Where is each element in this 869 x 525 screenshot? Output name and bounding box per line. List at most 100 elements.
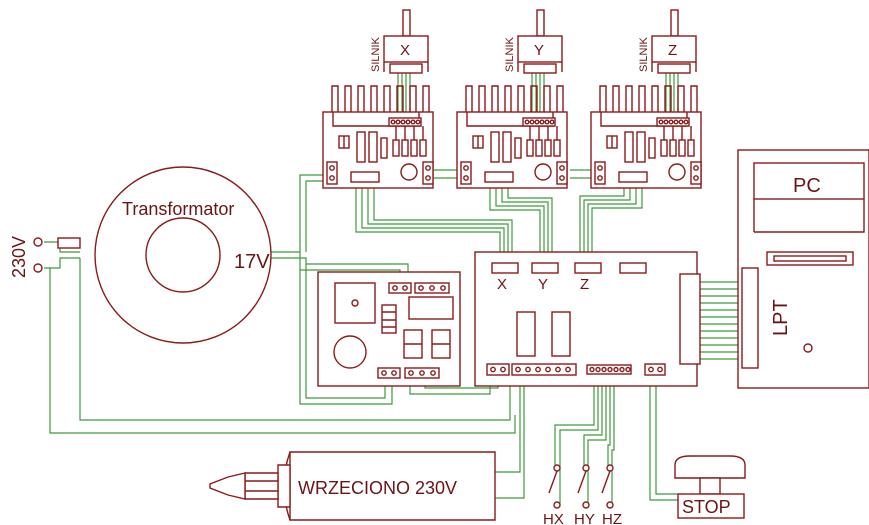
limit-switch-label-hz: HZ bbox=[602, 511, 622, 525]
capacitor bbox=[669, 139, 677, 157]
voltage-in-label: 230V bbox=[9, 236, 29, 278]
lpt-label: LPT bbox=[770, 299, 792, 336]
driver-power-terminal-out bbox=[556, 161, 568, 185]
psu-terminal-top-b bbox=[414, 282, 450, 294]
driver-oscillator bbox=[400, 163, 418, 181]
heatsink-fin bbox=[556, 85, 564, 112]
motor-shaft bbox=[402, 9, 411, 37]
stop-label: STOP bbox=[682, 497, 731, 517]
limit-switch-y bbox=[577, 464, 590, 509]
heatsink-fin bbox=[625, 85, 633, 112]
heatsink-fin bbox=[664, 85, 672, 112]
driver-power-terminal-out bbox=[690, 161, 702, 185]
motor-shaft bbox=[670, 9, 679, 37]
pc-tower: PC LPT bbox=[737, 149, 869, 389]
header-pin bbox=[529, 119, 535, 125]
terminal-screw bbox=[463, 165, 469, 171]
header-pin bbox=[410, 119, 416, 125]
pc-label: PC bbox=[793, 175, 821, 197]
heatsink-fin bbox=[331, 85, 339, 112]
spindle-chuck bbox=[244, 472, 279, 500]
header-pin bbox=[534, 119, 540, 125]
terminal-screw bbox=[597, 175, 603, 181]
resistor bbox=[636, 131, 646, 163]
capacitor bbox=[553, 139, 561, 157]
transformer-label: Transformator bbox=[122, 199, 234, 219]
motor-shaft bbox=[536, 9, 545, 37]
psu-regulator bbox=[381, 304, 397, 334]
limit-switch-label-hy: HY bbox=[574, 511, 595, 525]
heatsink-fin bbox=[370, 85, 378, 112]
heatsink-fin bbox=[677, 85, 685, 112]
driver-board-x bbox=[322, 85, 434, 189]
psu-relay bbox=[408, 296, 454, 320]
header-pin bbox=[549, 119, 555, 125]
resistor bbox=[368, 131, 378, 163]
resistor bbox=[356, 131, 366, 163]
motor-axis-label: Y bbox=[534, 42, 544, 59]
aux-connector bbox=[619, 262, 647, 274]
psu-terminal-holes bbox=[381, 285, 446, 376]
transformer-outer-ring bbox=[94, 166, 272, 344]
capacitor bbox=[401, 139, 409, 157]
stop-mushroom-cap bbox=[674, 455, 746, 479]
terminal-screw bbox=[559, 165, 565, 171]
spindle-label: WRZECIONO 230V bbox=[298, 478, 457, 498]
motor-body bbox=[651, 35, 697, 63]
pc-drive-bay bbox=[753, 162, 865, 200]
voltage-out-label: 17V bbox=[234, 251, 270, 273]
motor-tag-label: SILNIK bbox=[370, 36, 382, 72]
motor-x: X SILNIK bbox=[370, 9, 429, 74]
heatsink-fin bbox=[504, 85, 512, 112]
pc-lpt-port bbox=[741, 267, 759, 369]
port-label-x: X bbox=[497, 276, 507, 293]
motor-connector bbox=[523, 63, 557, 74]
resistor bbox=[502, 131, 512, 163]
wiring bbox=[44, 73, 748, 505]
driver-power-terminal-out bbox=[422, 161, 434, 185]
psu-terminal-bottom-b bbox=[404, 367, 440, 379]
resistor bbox=[490, 131, 500, 163]
header-pin bbox=[390, 119, 396, 125]
resistor bbox=[380, 137, 388, 159]
stop-terminal bbox=[644, 363, 666, 376]
header-pin bbox=[658, 119, 664, 125]
driver-power-terminal bbox=[326, 161, 338, 185]
capacitor bbox=[419, 139, 427, 157]
heatsink-fin bbox=[383, 85, 391, 112]
terminal-screw bbox=[425, 165, 431, 171]
header-pin bbox=[678, 119, 684, 125]
capacitor bbox=[392, 139, 400, 157]
capacitor bbox=[526, 139, 534, 157]
heatsink-fin bbox=[530, 85, 538, 112]
port-label-z: Z bbox=[580, 276, 589, 293]
header-pin bbox=[668, 119, 674, 125]
heatsink-fin bbox=[599, 85, 607, 112]
heatsink-fin bbox=[396, 85, 404, 112]
power-supply-board bbox=[317, 271, 461, 387]
stop-base bbox=[677, 493, 745, 519]
main-controller-board: X Y Z bbox=[474, 251, 701, 387]
header-pin bbox=[524, 119, 530, 125]
motor-connector bbox=[657, 63, 691, 74]
spindle: WRZECIONO 230V bbox=[209, 451, 496, 521]
mains-terminal-live bbox=[33, 237, 43, 247]
terminal-screw bbox=[329, 175, 335, 181]
main-terminal-a bbox=[486, 363, 510, 376]
terminal-screw bbox=[693, 165, 699, 171]
port-connector-y bbox=[531, 262, 559, 274]
resistor bbox=[648, 137, 656, 159]
psu-terminal-bottom-a bbox=[377, 367, 401, 379]
main-terminal-holes bbox=[490, 366, 663, 373]
motor-connector bbox=[389, 63, 423, 74]
port-connector-z bbox=[574, 262, 602, 274]
motor-tag-label: SILNIK bbox=[638, 36, 650, 72]
heatsink-fin bbox=[690, 85, 698, 112]
heatsink-fin bbox=[409, 85, 417, 112]
driver-signal-connector bbox=[618, 171, 648, 183]
terminal-screw bbox=[425, 175, 431, 181]
lpt-header bbox=[679, 273, 701, 365]
emergency-stop-button: STOP bbox=[674, 455, 746, 519]
capacitor bbox=[678, 139, 686, 157]
